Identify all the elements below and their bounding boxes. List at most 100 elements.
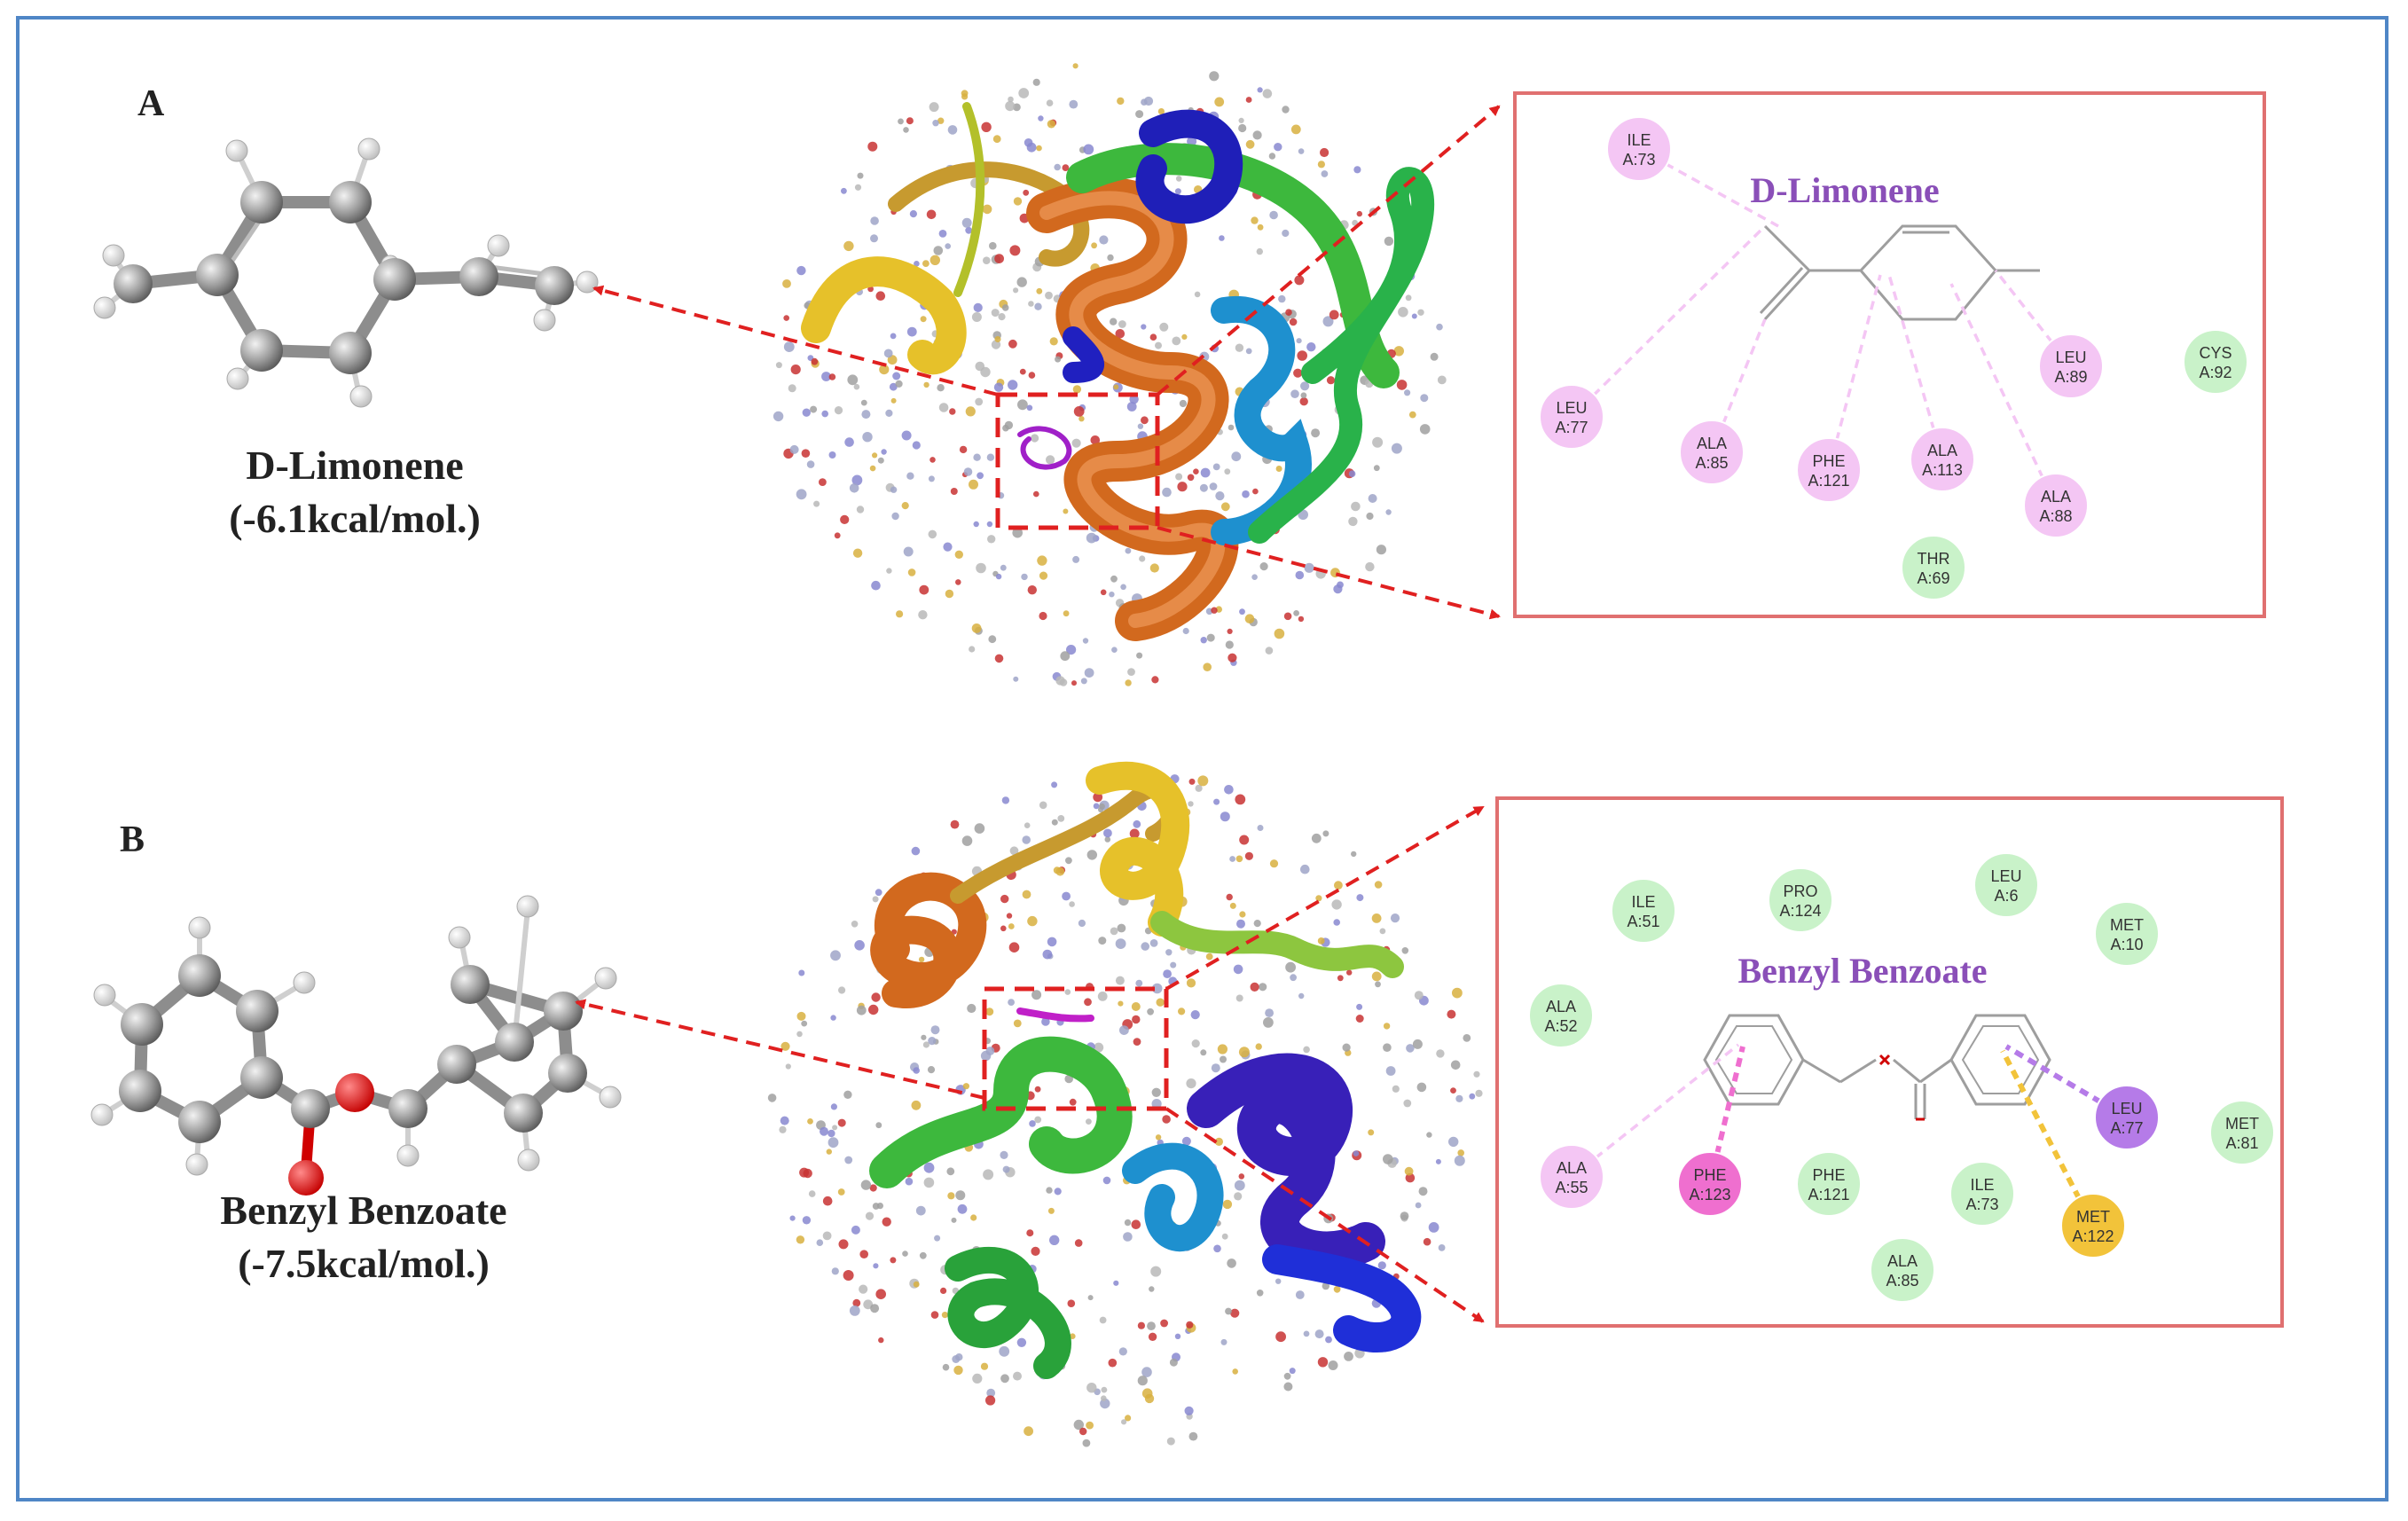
solvent-atom	[1430, 352, 1439, 361]
solvent-atom	[1414, 991, 1424, 1000]
solvent-atom	[844, 1156, 853, 1164]
solvent-atom	[1008, 339, 1017, 349]
solvent-atom	[1225, 640, 1234, 649]
solvent-atom	[1000, 564, 1007, 571]
solvent-atom	[1151, 676, 1159, 684]
solvent-atom	[1119, 1025, 1129, 1035]
solvent-atom	[1166, 1437, 1175, 1446]
solvent-atom	[878, 1337, 884, 1344]
solvent-atom	[1322, 1282, 1330, 1290]
solvent-atom	[1188, 801, 1194, 807]
solvent-atom	[867, 141, 878, 152]
solvent-atom	[982, 204, 992, 215]
solvent-atom	[1045, 291, 1053, 300]
solvent-atom	[1353, 166, 1361, 174]
solvent-atom	[1366, 512, 1374, 521]
solvent-atom	[1283, 1382, 1293, 1392]
solvent-atom	[1188, 1431, 1198, 1441]
solvent-atom	[1226, 893, 1233, 901]
solvent-atom	[808, 1190, 816, 1197]
solvent-atom	[1317, 937, 1325, 945]
solvent-atom	[856, 1005, 867, 1015]
solvent-atom	[870, 216, 879, 225]
solvent-atom	[1028, 301, 1034, 307]
solvent-atom	[965, 226, 973, 234]
solvent-atom	[1235, 343, 1244, 352]
solvent-atom	[918, 956, 925, 963]
solvent-atom	[872, 1203, 880, 1210]
solvent-atom	[1297, 350, 1307, 361]
solvent-atom	[1428, 1222, 1439, 1233]
solvent-atom	[1356, 210, 1363, 217]
solvent-atom	[1093, 803, 1100, 810]
solvent-atom	[887, 355, 898, 365]
solvent-atom	[1131, 1219, 1141, 1229]
solvent-atom	[1013, 676, 1019, 682]
solvent-atom	[1026, 1229, 1034, 1237]
solvent-atom	[1242, 490, 1250, 498]
solvent-atom	[921, 1034, 927, 1040]
solvent-atom	[1026, 404, 1033, 412]
solvent-atom	[929, 457, 936, 463]
solvent-atom	[1352, 219, 1358, 226]
solvent-atom	[1041, 1017, 1050, 1026]
solvent-atom	[985, 1007, 994, 1016]
solvent-atom	[796, 489, 807, 500]
solvent-atom	[949, 408, 956, 415]
solvent-atom	[1181, 333, 1188, 340]
solvent-atom	[1253, 920, 1261, 928]
solvent-atom	[847, 374, 859, 386]
solvent-atom	[1099, 235, 1109, 245]
solvent-atom	[822, 1231, 832, 1241]
solvent-atom	[1111, 647, 1118, 653]
solvent-atom	[1135, 979, 1143, 987]
solvent-atom	[1098, 937, 1107, 945]
solvent-atom	[1463, 1034, 1471, 1042]
solvent-atom	[789, 444, 799, 454]
solvent-atom	[1231, 451, 1242, 462]
residue-name: CYS	[2199, 344, 2232, 362]
solvent-atom	[1013, 1019, 1022, 1028]
solvent-atom	[1417, 309, 1424, 316]
solvent-atom	[1212, 463, 1220, 471]
solvent-atom	[1072, 555, 1080, 563]
solvent-atom	[867, 286, 874, 293]
solvent-atom	[860, 399, 867, 406]
solvent-atom	[1057, 815, 1065, 822]
solvent-atom	[986, 521, 993, 528]
solvent-atom	[1282, 229, 1290, 238]
residue-name: THR	[1918, 550, 1950, 568]
solvent-atom	[1236, 919, 1245, 929]
solvent-atom	[1356, 894, 1364, 902]
solvent-atom	[1022, 835, 1031, 844]
solvent-atom	[1406, 1044, 1415, 1053]
solvent-atom	[1027, 915, 1038, 927]
residue-position: A:51	[1627, 913, 1659, 930]
limonene-bond-ala-a-88	[1949, 283, 2058, 506]
solvent-atom	[807, 1118, 813, 1125]
solvent-atom	[1298, 148, 1305, 154]
solvent-atom	[1071, 680, 1077, 686]
solvent-atom	[929, 255, 941, 265]
residue-position: A:88	[2039, 507, 2072, 525]
solvent-atom	[919, 1251, 927, 1259]
solvent-atom	[929, 102, 939, 113]
solvent-atom	[1290, 389, 1299, 399]
solvent-atom	[932, 120, 939, 127]
solvent-atom	[1037, 555, 1047, 566]
solvent-atom	[988, 635, 997, 644]
solvent-atom	[906, 472, 914, 480]
benzyl-benzoate-residues: ILEA:51PROA:124LEUA:6META:10ALAA:52ALAA:…	[1528, 852, 2275, 1303]
residue-name: LEU	[2055, 349, 2086, 366]
solvent-atom	[890, 333, 897, 340]
solvent-atom	[1269, 859, 1279, 868]
solvent-atom	[1195, 784, 1203, 792]
solvent-atom	[1300, 864, 1310, 874]
solvent-atom	[1265, 1008, 1274, 1017]
